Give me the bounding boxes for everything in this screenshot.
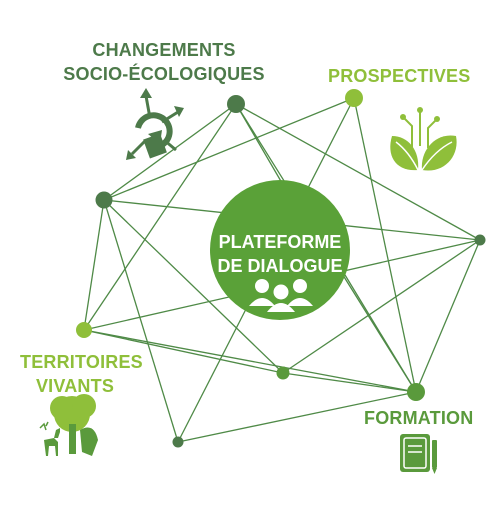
node — [172, 436, 184, 448]
edge — [353, 97, 417, 393]
label-changements-line2: SOCIO-ÉCOLOGIQUES — [63, 64, 265, 84]
edge — [103, 199, 179, 443]
edge — [177, 391, 417, 443]
node — [227, 95, 245, 113]
label-prospectives: PROSPECTIVES — [328, 66, 471, 86]
node — [276, 366, 290, 380]
label-changements: CHANGEMENTS SOCIO-ÉCOLOGIQUES — [54, 38, 274, 86]
center-label-line2: DE DIALOGUE — [217, 256, 343, 276]
label-territoires-line2: VIVANTS — [35, 376, 115, 396]
node — [407, 383, 425, 401]
label-territoires: TERRITOIRES VIVANTS — [20, 350, 143, 398]
edge — [282, 372, 417, 393]
node — [95, 191, 113, 209]
node — [474, 234, 486, 246]
label-changements-line1: CHANGEMENTS — [92, 40, 236, 60]
leaves-circuit-icon — [390, 107, 457, 171]
tree-deer-icon — [39, 394, 98, 456]
edge — [415, 239, 481, 393]
edge — [103, 103, 237, 201]
center-label: PLATEFORME DE DIALOGUE — [210, 230, 350, 278]
label-territoires-line1: TERRITOIRES — [20, 352, 143, 372]
edge — [83, 199, 105, 331]
center-node — [210, 180, 350, 320]
node — [345, 89, 363, 107]
edge — [83, 103, 237, 331]
center-label-line1: PLATEFORME — [218, 232, 342, 252]
edge — [235, 103, 481, 241]
edge — [103, 97, 355, 201]
edge — [83, 329, 284, 374]
edge — [282, 239, 481, 374]
edge — [83, 329, 417, 393]
people-group-icon — [249, 279, 313, 312]
circular-arrows-icon — [126, 88, 184, 160]
node — [76, 322, 92, 338]
edge — [103, 199, 284, 374]
notebook-pen-icon — [400, 434, 437, 474]
label-formation: FORMATION — [364, 408, 474, 428]
